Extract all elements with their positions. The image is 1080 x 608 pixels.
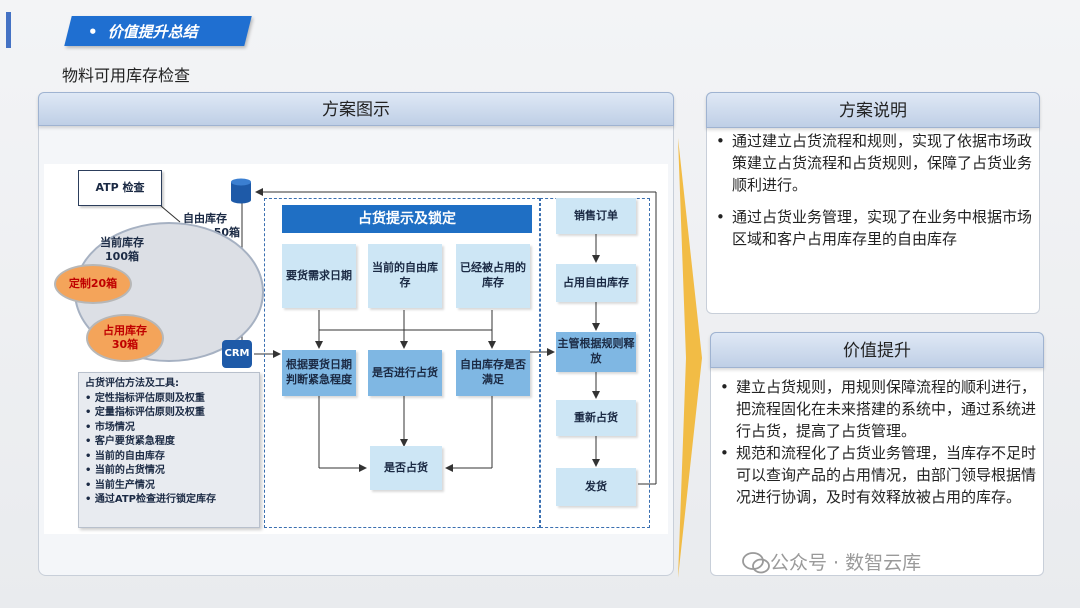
current-free-stock-box: 当前的自由库存	[368, 244, 442, 308]
method-item: 定性指标评估原则及权重	[85, 392, 253, 407]
method-item: 市场情况	[85, 421, 253, 436]
value-bullets: 建立占货规则，用规则保障流程的顺利进行，把流程固化在未来搭建的系统中，通过系统进…	[712, 376, 1038, 518]
tag-bullet: •	[88, 23, 98, 41]
value-panel-title: 价值提升	[710, 332, 1044, 368]
methods-list: 定性指标评估原则及权重定量指标评估原则及权重市场情况客户要货紧急程度当前的自由库…	[85, 392, 253, 508]
atp-check-label: ATP 检查	[78, 170, 162, 206]
methods-title: 占货评估方法及工具:	[85, 378, 179, 389]
tag-text: 价值提升总结	[107, 23, 198, 41]
manager-release-box: 主管根据规则释放	[556, 332, 636, 372]
lock-banner: 占货提示及锁定	[282, 205, 532, 233]
method-item: 客户要货紧急程度	[85, 435, 253, 450]
current-stock-annotation: 当前库存 100箱	[92, 236, 152, 265]
current-stock-label: 当前库存	[100, 236, 144, 249]
re-occupy-box: 重新占货	[556, 400, 636, 436]
occupied-stock-ellipse: 占用库存 30箱	[86, 314, 164, 362]
plan-bullets: 通过建立占货流程和规则，实现了依据市场政策建立占货流程和占货规则，保障了占货业务…	[708, 130, 1032, 260]
connector-arrow-icon	[678, 138, 702, 578]
plan-panel	[706, 92, 1040, 314]
method-item: 定量指标评估原则及权重	[85, 406, 253, 421]
whether-occupy-box: 是否进行占货	[368, 350, 442, 396]
value-bullet: 规范和流程化了占货业务管理，当库存不足时可以查询产品的占用情况，由部门领导根据情…	[712, 442, 1038, 508]
occupy-free-stock-box: 占用自由库存	[556, 264, 636, 302]
crm-icon: CRM	[222, 340, 252, 368]
method-item: 当前的占货情况	[85, 464, 253, 479]
plan-panel-title: 方案说明	[706, 92, 1040, 128]
lock-process-group	[264, 198, 540, 528]
plan-bullet: 通过建立占货流程和规则，实现了依据市场政策建立占货流程和占货规则，保障了占货业务…	[708, 130, 1032, 196]
method-item: 通过ATP检查进行锁定库存	[85, 493, 253, 508]
evaluation-methods-box: 占货评估方法及工具: 定性指标评估原则及权重定量指标评估原则及权重市场情况客户要…	[78, 372, 260, 528]
diagram-connectors	[160, 186, 657, 485]
diagram-panel-title: 方案图示	[38, 92, 674, 126]
wechat-icon	[742, 552, 770, 574]
occupied-stock-value: 30箱	[111, 338, 139, 351]
watermark-text: 公众号 · 数智云库	[770, 552, 922, 574]
method-item: 当前的自由库存	[85, 450, 253, 465]
left-accent-bar	[6, 12, 11, 48]
plan-bullet: 通过占货业务管理，实现了在业务中根据市场区域和客户占用库存里的自由库存	[708, 206, 1032, 250]
database-icon	[231, 178, 251, 204]
custom-stock-ellipse: 定制20箱	[54, 264, 132, 304]
demand-date-box: 要货需求日期	[282, 244, 356, 308]
occupied-stock-label: 占用库存	[103, 323, 147, 337]
page-subtitle: 物料可用库存检查	[62, 66, 191, 85]
shipment-box: 发货	[556, 468, 636, 506]
current-stock-value: 100箱	[105, 250, 139, 264]
urgency-judge-box: 根据要货日期判断紧急程度	[282, 350, 356, 396]
free-stock-label: 自由库存	[183, 212, 227, 225]
value-bullet: 建立占货规则，用规则保障流程的顺利进行，把流程固化在未来搭建的系统中，通过系统进…	[712, 376, 1038, 442]
section-tag-label: • 价值提升总结	[88, 21, 198, 42]
method-item: 当前生产情况	[85, 479, 253, 494]
occupy-decision-box: 是否占货	[370, 446, 442, 490]
custom-stock-label: 定制20箱	[68, 276, 118, 290]
free-stock-enough-box: 自由库存是否满足	[456, 350, 530, 396]
sales-order-box: 销售订单	[556, 198, 636, 234]
occupied-stock-box: 已经被占用的库存	[456, 244, 530, 308]
